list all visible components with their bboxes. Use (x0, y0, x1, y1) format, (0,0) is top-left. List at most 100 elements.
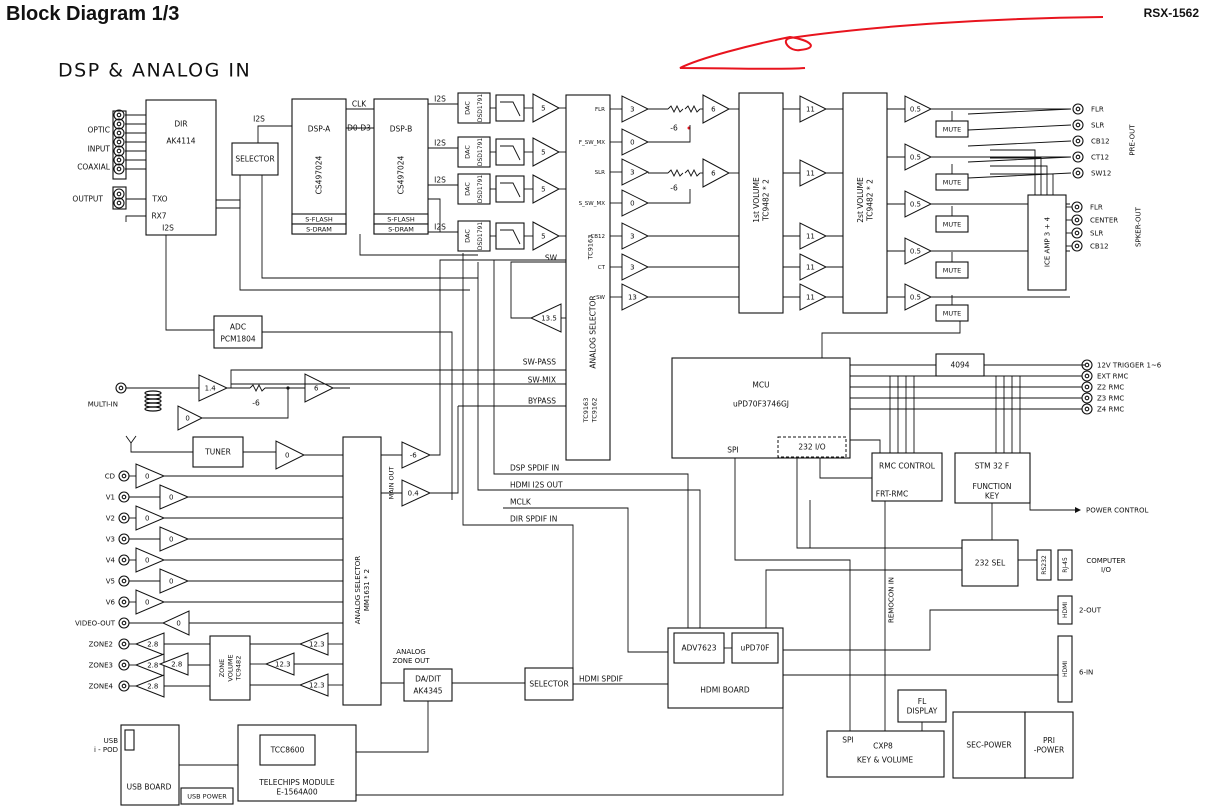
dac-output-amp-gain-label: 5 (541, 232, 545, 240)
dsp-b-chip (373, 98, 429, 235)
analog-input-label: CD (105, 472, 115, 480)
input-buffer-amp (135, 463, 166, 489)
gain-amplifier-gain-label: 11 (806, 169, 815, 177)
selector-pin-label: SW (596, 295, 605, 301)
signal-wire (202, 388, 289, 419)
tcc8600-chip-label: TCC8600 (270, 746, 305, 755)
remocon-in-label: REMOCON IN (887, 577, 895, 623)
hdmi-board-title: HDMI BOARD (700, 686, 750, 695)
digital-input-jack-icon-center (116, 148, 122, 154)
dir-rx7: RX7 (151, 212, 166, 221)
sec-power-block (952, 711, 1026, 779)
filter-block (495, 222, 525, 250)
analog-input-jack-icon (118, 617, 130, 629)
usb-power-block (180, 787, 234, 805)
tcc8600-chip (259, 734, 316, 766)
analog-input-jack-icon (118, 554, 130, 566)
optic-label: OPTIC (88, 126, 110, 135)
multi-in-jack-icon-center (118, 385, 124, 391)
adc-chip-name: PCM1804 (220, 335, 256, 344)
dac-label: DAC (463, 229, 471, 243)
control-jack-icon (1081, 370, 1093, 382)
upd70f-chip-label: uPD70F (741, 644, 770, 653)
dsp-a-dram (291, 223, 347, 235)
arrow-icon (1075, 507, 1081, 513)
analog-input-label: V4 (106, 556, 116, 564)
zone-jack-icon-center (121, 641, 127, 647)
pre-out-port-label: SW12 (1091, 169, 1111, 177)
hdmi-2-out-label: 2-OUT (1079, 606, 1102, 614)
resistor-icon (249, 383, 266, 393)
signal-wire (356, 708, 784, 796)
dac-label: DAC (463, 182, 471, 196)
dadit-chip-name: AK4345 (413, 687, 442, 696)
signal-wire (783, 609, 1058, 651)
lowpass-filter-icon (500, 101, 521, 117)
zone-amp-gain-label: 2.8 (147, 661, 158, 669)
gain-amplifier-gain-label: 11 (806, 232, 815, 240)
mute-block-label: MUTE (943, 220, 961, 228)
input-buffer-amp-gain-label: 0 (145, 472, 149, 480)
signal-wire (493, 260, 689, 628)
dadit-title: DA/DIT (415, 675, 441, 684)
analog-input-label: V1 (106, 493, 115, 501)
mix-amplifier-gain-label: 3 (630, 263, 634, 271)
hdmi-6-in-label: 6-IN (1079, 668, 1093, 676)
selector-pin-label: FLR (595, 107, 605, 113)
pre-out-port-label: CT12 (1091, 153, 1109, 161)
cxp8-key-volume: KEY & VOLUME (857, 756, 914, 765)
signal-wire (356, 701, 429, 753)
transformer-coil (144, 406, 162, 412)
signal-wire (967, 140, 1072, 147)
zone-jack-icon (118, 659, 130, 671)
signal-wire (819, 458, 872, 479)
signal-wire (216, 199, 470, 291)
dac-output-amp (532, 174, 561, 204)
digital-input-jack-icon (113, 109, 125, 121)
power-control-label: POWER CONTROL (1086, 506, 1148, 514)
digital-input-jack-icon-center (116, 166, 122, 172)
analog-selector-1-name: ANALOG SELECTOR (589, 295, 598, 368)
analog-input-label: V5 (106, 577, 115, 585)
analog-selector-2 (342, 436, 382, 706)
input-buffer-amp (159, 568, 190, 594)
dsp-a-flash-label: S-FLASH (305, 215, 333, 223)
dac-chip (457, 92, 491, 124)
zone-label: ZONE4 (89, 682, 114, 690)
tuner-amp-gain-label: 0 (285, 451, 289, 459)
control-jack-icon-center (1084, 373, 1090, 379)
main-out-label: MAIN OUT (387, 467, 395, 500)
dir-txo: TXO (151, 195, 167, 204)
pre-out-jack-icon-center (1075, 170, 1081, 176)
analog-input-jack-icon-center (121, 599, 127, 605)
hdmi-i2s-out-label: HDMI I2S OUT (510, 481, 563, 490)
input-buffer-amp (135, 547, 166, 573)
digital-input-jack-icon-center (116, 112, 122, 118)
analog-selector-2-label: ANALOG SELECTORMM1631 * 2 (354, 556, 371, 624)
dir-i2s: I2S (162, 224, 174, 233)
analog-input-label: V6 (106, 598, 116, 606)
pre-out-port-label: CB12 (1091, 137, 1110, 145)
dac-output-amp (532, 221, 561, 251)
second-volume (842, 92, 888, 314)
signal-wire (257, 125, 292, 143)
filter-block (495, 94, 525, 122)
rmc-control-title: RMC CONTROL (879, 462, 936, 471)
dac-chip (457, 136, 491, 168)
analog-input-jack-icon (118, 596, 130, 608)
dac-label: DAC (463, 145, 471, 159)
resistor-icon (684, 104, 701, 114)
video-out-amp-gain-label: 0 (176, 619, 180, 627)
dac-output-amp-gain-label: 5 (541, 104, 545, 112)
mix-amplifier (621, 222, 650, 250)
cxp8-title: CXP8 (873, 742, 893, 751)
output-buffer-amp-gain-label: 0.5 (910, 247, 921, 255)
digital-output-jack-icon-center (116, 191, 122, 197)
lowpass-filter-icon (500, 145, 521, 161)
signal-wire (125, 215, 146, 222)
digital-output-jack-icon-center (116, 200, 122, 206)
mix-amplifier-gain-label: 13 (628, 293, 637, 301)
mix-amplifier (621, 189, 650, 217)
